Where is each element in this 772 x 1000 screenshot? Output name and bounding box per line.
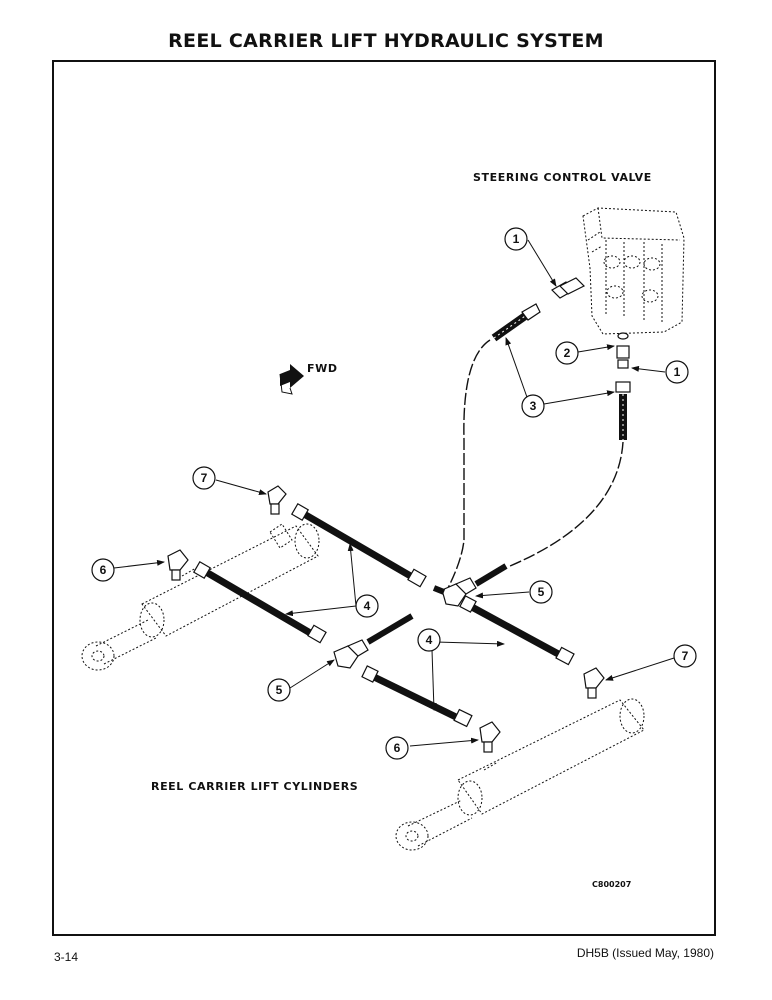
callout-number: 7 <box>682 649 689 663</box>
callout-3: 3 <box>521 394 545 418</box>
fitting-lower <box>615 332 631 393</box>
tee-fittings <box>333 577 477 669</box>
callout-6-right: 6 <box>385 736 409 760</box>
hose-3-upper <box>491 303 541 342</box>
page-number: 3-14 <box>54 950 79 964</box>
callout-number: 4 <box>364 599 371 613</box>
short-hoses <box>366 563 508 645</box>
fwd-label: FWD <box>307 362 338 375</box>
callout-7-left: 7 <box>192 466 216 490</box>
elbow-fittings <box>167 485 605 753</box>
callout-number: 5 <box>538 585 545 599</box>
callout-4-left: 4 <box>355 594 379 618</box>
steering-control-valve <box>582 207 685 335</box>
callout-1-lower: 1 <box>665 360 689 384</box>
right-lift-cylinder <box>395 698 645 851</box>
callout-6-left: 6 <box>91 558 115 582</box>
callout-number: 5 <box>276 683 283 697</box>
fitting-upper <box>551 277 586 299</box>
drawing-code: C800207 <box>592 880 631 889</box>
callout-number: 2 <box>564 346 571 360</box>
diagram-frame <box>52 60 716 936</box>
hoses-4 <box>204 510 564 722</box>
callout-1-upper: 1 <box>504 227 528 251</box>
steering-valve-label: STEERING CONTROL VALVE <box>473 171 652 184</box>
callout-number: 7 <box>201 471 208 485</box>
callout-5-left: 5 <box>267 678 291 702</box>
callout-number: 1 <box>513 232 520 246</box>
callout-number: 6 <box>100 563 107 577</box>
page-title: REEL CARRIER LIFT HYDRAULIC SYSTEM <box>168 30 604 52</box>
callout-number: 1 <box>674 365 681 379</box>
callout-number: 4 <box>426 633 433 647</box>
lift-cylinders-label: REEL CARRIER LIFT CYLINDERS <box>151 780 358 793</box>
callout-number: 6 <box>394 741 401 755</box>
document-reference: DH5B (Issued May, 1980) <box>576 946 714 960</box>
left-lift-cylinder <box>81 523 320 671</box>
callout-7-right: 7 <box>673 644 697 668</box>
leader-lines <box>113 239 675 747</box>
callout-4-right: 4 <box>417 628 441 652</box>
callout-5-right: 5 <box>529 580 553 604</box>
hose-ends-4 <box>192 502 575 728</box>
callout-number: 3 <box>530 399 537 413</box>
forward-arrow <box>279 364 304 395</box>
hose-long-runs <box>447 339 624 589</box>
callout-2: 2 <box>555 341 579 365</box>
